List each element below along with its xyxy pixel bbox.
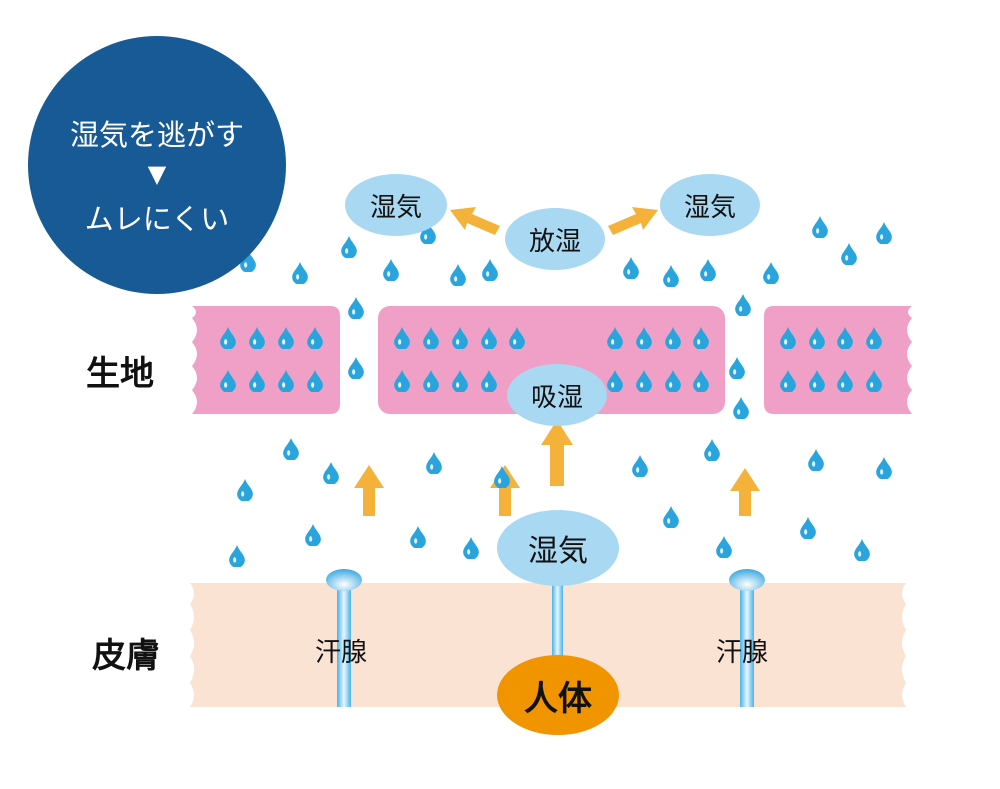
water-drop-icon — [283, 438, 299, 460]
absorb-bubble: 吸湿 — [507, 364, 607, 426]
fabric-piece-left — [192, 306, 340, 414]
arrow-icon — [730, 468, 760, 516]
water-drop-icon — [876, 457, 892, 479]
release-bubble: 放湿 — [505, 208, 605, 270]
water-drop-icon — [482, 259, 498, 281]
water-drop-icon — [841, 243, 857, 265]
sweat-gland-label-right: 汗腺 — [716, 638, 769, 668]
water-drop-icon — [348, 297, 364, 319]
water-drop-icon — [410, 526, 426, 548]
sweat-gland-label-left: 汗腺 — [315, 638, 368, 668]
arrow-icon — [354, 465, 384, 516]
water-drop-icon — [763, 262, 779, 284]
sweat-gland-left — [326, 569, 362, 707]
water-drop-icon — [623, 257, 639, 279]
arrow-icon — [541, 420, 573, 486]
water-drop-icon — [632, 455, 648, 477]
water-drop-icon — [323, 462, 339, 484]
water-drop-icon — [341, 236, 357, 258]
badge-line-1: 湿気を逃がす — [69, 118, 244, 152]
water-drop-icon — [663, 506, 679, 528]
skin-label: 皮膚 — [92, 636, 160, 676]
arrow-icon — [608, 207, 658, 235]
water-drop-icon — [735, 294, 751, 316]
skin-piece-right — [754, 583, 906, 707]
water-drop-icon — [463, 537, 479, 559]
water-drop-icon — [716, 536, 732, 558]
water-drop-icon — [876, 222, 892, 244]
water-drop-icon — [700, 259, 716, 281]
water-drop-icon — [729, 357, 745, 379]
fabric-piece-right — [764, 306, 912, 414]
down-triangle-icon: ▼ — [147, 160, 167, 188]
summary-badge: 湿気を逃がす ▼ ムレにくい — [28, 36, 286, 294]
water-drop-icon — [812, 216, 828, 238]
water-drop-icon — [292, 262, 308, 284]
water-drop-icon — [426, 452, 442, 474]
badge-line-2: ムレにくい — [84, 202, 230, 236]
sweat-duct-center — [552, 583, 563, 663]
water-drop-icon — [704, 439, 720, 461]
arrows — [354, 207, 760, 516]
water-drop-icon — [383, 259, 399, 281]
water-drop-icon — [733, 397, 749, 419]
fabric-label: 生地 — [86, 354, 154, 394]
water-drop-icon — [450, 264, 466, 286]
human-body-bubble: 人体 — [497, 655, 619, 735]
water-drop-icon — [237, 479, 253, 501]
water-drop-icon — [800, 517, 816, 539]
moisture-bubble-top-right: 湿気 — [660, 174, 760, 236]
sweat-gland-right — [729, 569, 765, 707]
water-drop-icon — [663, 265, 679, 287]
moisture-bubble-body: 湿気 — [497, 510, 619, 586]
water-drop-icon — [808, 449, 824, 471]
water-drop-icon — [305, 524, 321, 546]
skin-piece-left — [190, 583, 340, 707]
water-drop-icon — [348, 357, 364, 379]
moisture-bubble-top-left: 湿気 — [345, 174, 447, 236]
water-drop-icon — [854, 539, 870, 561]
arrow-icon — [450, 207, 500, 235]
water-drop-icon — [229, 545, 245, 567]
